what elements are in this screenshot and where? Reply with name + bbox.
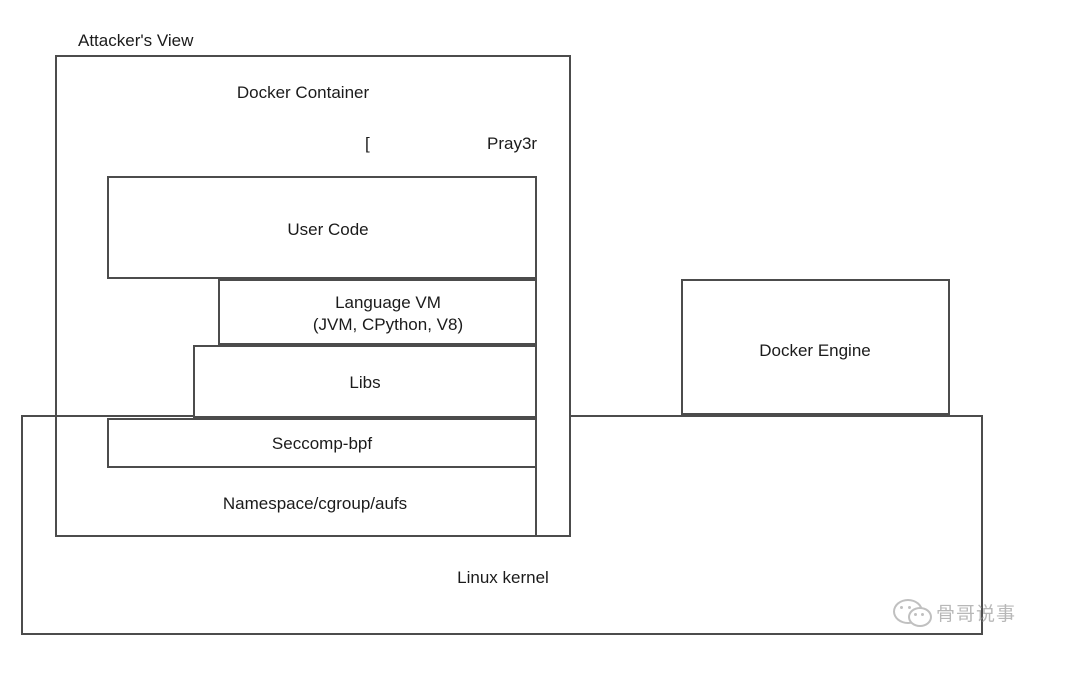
wechat-bubble-small (908, 607, 932, 627)
linux-kernel-label: Linux kernel (457, 568, 549, 587)
author-handle-label: Pray3r (487, 134, 538, 153)
language-vm-label-line1: Language VM (335, 293, 441, 312)
docker-container-label: Docker Container (236, 83, 370, 102)
language-vm-box (218, 279, 537, 345)
attackers-view-label: Attacker's View (78, 31, 194, 50)
seccomp-bpf-box (107, 418, 537, 468)
user-code-box (107, 176, 537, 279)
namespace-cgroup-aufs-label: Namespace/cgroup/aufs (222, 494, 408, 513)
docker-engine-label: Docker Engine (759, 341, 871, 360)
libs-box (193, 345, 537, 418)
user-code-label: User Code (287, 220, 369, 239)
language-vm-label-line2: (JVM, CPython, V8) (312, 315, 464, 334)
libs-label: Libs (349, 373, 381, 392)
seccomp-bpf-label: Seccomp-bpf (271, 434, 373, 453)
watermark: 骨哥说事 (893, 597, 1016, 627)
docker-engine-box (681, 279, 950, 415)
watermark-text: 骨哥说事 (936, 602, 1017, 625)
wechat-icon (893, 597, 932, 627)
bracket-marker-label: [ (365, 134, 370, 153)
